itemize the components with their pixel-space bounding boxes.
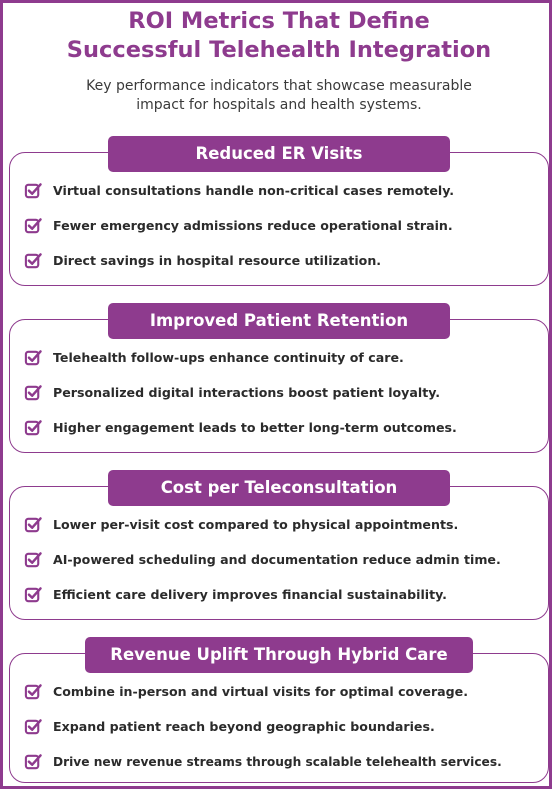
section-revenue-uplift-hybrid-care: Revenue Uplift Through Hybrid Care Combi…	[9, 637, 549, 783]
checkbox-check-icon	[24, 552, 42, 568]
section-title-pill: Revenue Uplift Through Hybrid Care	[85, 637, 473, 673]
list-item: Personalized digital interactions boost …	[24, 375, 542, 410]
list-item-text: Direct savings in hospital resource util…	[53, 253, 382, 268]
list-item-text: AI-powered scheduling and documentation …	[53, 552, 501, 567]
list-item-text: Expand patient reach beyond geographic b…	[53, 719, 435, 734]
list-item-text: Lower per-visit cost compared to physica…	[53, 517, 459, 532]
checkbox-check-icon	[24, 253, 42, 269]
checkbox-check-icon	[24, 218, 42, 234]
checkbox-check-icon	[24, 754, 42, 770]
list-item: Expand patient reach beyond geographic b…	[24, 709, 542, 744]
list-item-text: Higher engagement leads to better long-t…	[53, 420, 457, 435]
list-item-text: Personalized digital interactions boost …	[53, 385, 441, 400]
subtitle-line-2: impact for hospitals and health systems.	[136, 97, 422, 113]
list-item: Fewer emergency admissions reduce operat…	[24, 208, 542, 243]
list-item: Telehealth follow-ups enhance continuity…	[24, 340, 542, 375]
section-reduced-er-visits: Reduced ER Visits Virtual consultations …	[9, 136, 549, 286]
list-item-text: Telehealth follow-ups enhance continuity…	[53, 350, 404, 365]
list-item: Combine in-person and virtual visits for…	[24, 674, 542, 709]
list-item-text: Virtual consultations handle non-critica…	[53, 183, 455, 198]
list-item: Higher engagement leads to better long-t…	[24, 410, 542, 445]
section-improved-patient-retention: Improved Patient Retention Telehealth fo…	[9, 303, 549, 453]
checkbox-check-icon	[24, 517, 42, 533]
list-item-text: Fewer emergency admissions reduce operat…	[53, 218, 453, 233]
checkbox-check-icon	[24, 587, 42, 603]
title-line-2: Successful Telehealth Integration	[66, 37, 492, 63]
page-subtitle: Key performance indicators that showcase…	[3, 77, 552, 115]
checkbox-check-icon	[24, 385, 42, 401]
list-item: Efficient care delivery improves financi…	[24, 577, 542, 612]
list-item: Virtual consultations handle non-critica…	[24, 173, 542, 208]
list-item-text: Drive new revenue streams through scalab…	[53, 754, 502, 769]
page-title: ROI Metrics That Define Successful Teleh…	[3, 7, 552, 65]
section-title-pill: Improved Patient Retention	[108, 303, 450, 339]
checkbox-check-icon	[24, 420, 42, 436]
list-item: AI-powered scheduling and documentation …	[24, 542, 542, 577]
checkbox-check-icon	[24, 719, 42, 735]
checkbox-check-icon	[24, 183, 42, 199]
list-item: Lower per-visit cost compared to physica…	[24, 507, 542, 542]
section-title-pill: Reduced ER Visits	[108, 136, 450, 172]
list-item: Drive new revenue streams through scalab…	[24, 744, 542, 779]
list-item: Direct savings in hospital resource util…	[24, 243, 542, 278]
list-item-text: Efficient care delivery improves financi…	[53, 587, 447, 602]
subtitle-line-1: Key performance indicators that showcase…	[86, 78, 472, 94]
list-item-text: Combine in-person and virtual visits for…	[53, 684, 469, 699]
checkbox-check-icon	[24, 684, 42, 700]
title-line-1: ROI Metrics That Define	[128, 8, 430, 34]
checkbox-check-icon	[24, 350, 42, 366]
section-cost-per-teleconsultation: Cost per Teleconsultation Lower per-visi…	[9, 470, 549, 620]
section-title-pill: Cost per Teleconsultation	[108, 470, 450, 506]
